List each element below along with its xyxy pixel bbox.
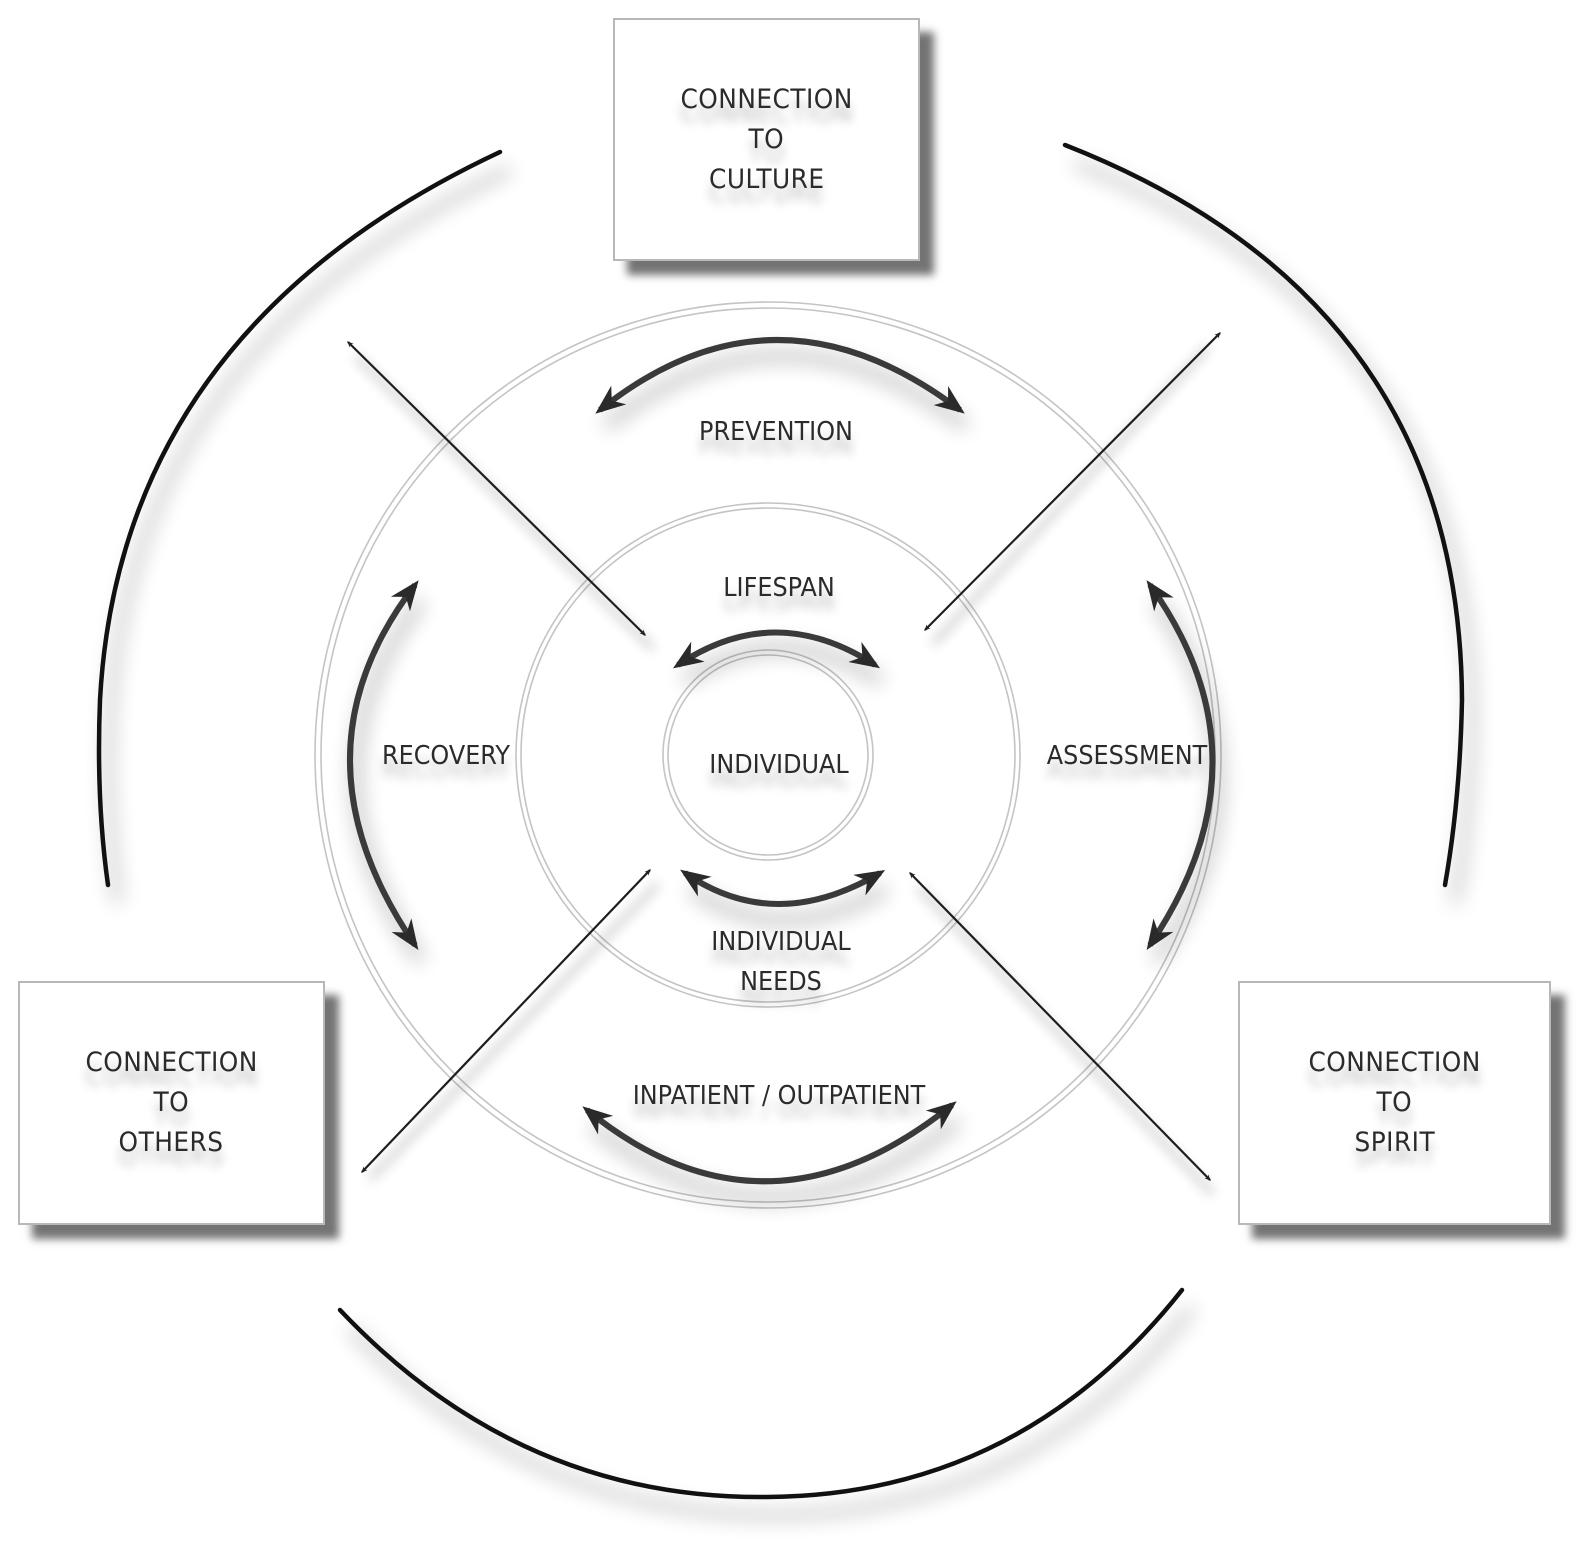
box-others-line-3: OTHERS [119, 1127, 224, 1158]
connector-line-top-right [924, 332, 1221, 631]
label-individual-center: INDIVIDUAL [709, 750, 849, 780]
arrow-lifespan [673, 629, 881, 669]
outer-arc-left [96, 149, 503, 888]
box-culture-line-1: CONNECTION [680, 83, 853, 115]
box-culture-line-2: TO [748, 123, 785, 155]
middle-ring-a [520, 507, 1016, 1003]
curved-arrows [347, 337, 1223, 1202]
outer-arc-right [1062, 142, 1465, 888]
outer-arcs [96, 142, 1476, 1519]
box-others-line-2: TO [153, 1087, 190, 1118]
diagonal-connectors [347, 332, 1221, 1196]
outer-arc-bottom [337, 1287, 1185, 1500]
box-others-line-1: CONNECTION [85, 1047, 258, 1078]
arrow-inpatient-outpatient [582, 1101, 957, 1185]
connector-line-bottom-right [909, 872, 1211, 1181]
box-spirit-line-2: TO [1376, 1087, 1413, 1118]
box-connection-to-others: CONNECTION TO OTHERS [18, 981, 325, 1225]
label-individual-needs-2: NEEDS [740, 967, 822, 997]
arrow-prevention [595, 337, 965, 414]
label-individual-needs-1: INDIVIDUAL [711, 927, 851, 957]
arrow-recovery [347, 580, 419, 950]
arrow-assessment [1146, 580, 1216, 950]
box-spirit-line-3: SPIRIT [1354, 1127, 1435, 1158]
label-inpatient-outpatient: INPATIENT / OUTPATIENT [632, 1081, 926, 1111]
label-recovery: RECOVERY [381, 741, 511, 771]
middle-ring-b [515, 502, 1021, 1008]
box-connection-to-culture: CONNECTION TO CULTURE [613, 18, 920, 261]
box-connection-to-spirit: CONNECTION TO SPIRIT [1238, 981, 1551, 1225]
label-lifespan: LIFESPAN [723, 573, 835, 603]
label-assessment: ASSESSMENT [1046, 741, 1208, 771]
box-culture-line-3: CULTURE [708, 163, 825, 195]
box-spirit-line-1: CONNECTION [1308, 1047, 1481, 1078]
connector-line-bottom-left [361, 869, 651, 1173]
arrow-individual-needs [680, 869, 886, 907]
connector-line-top-left [347, 341, 646, 636]
label-prevention: PREVENTION [699, 417, 853, 447]
